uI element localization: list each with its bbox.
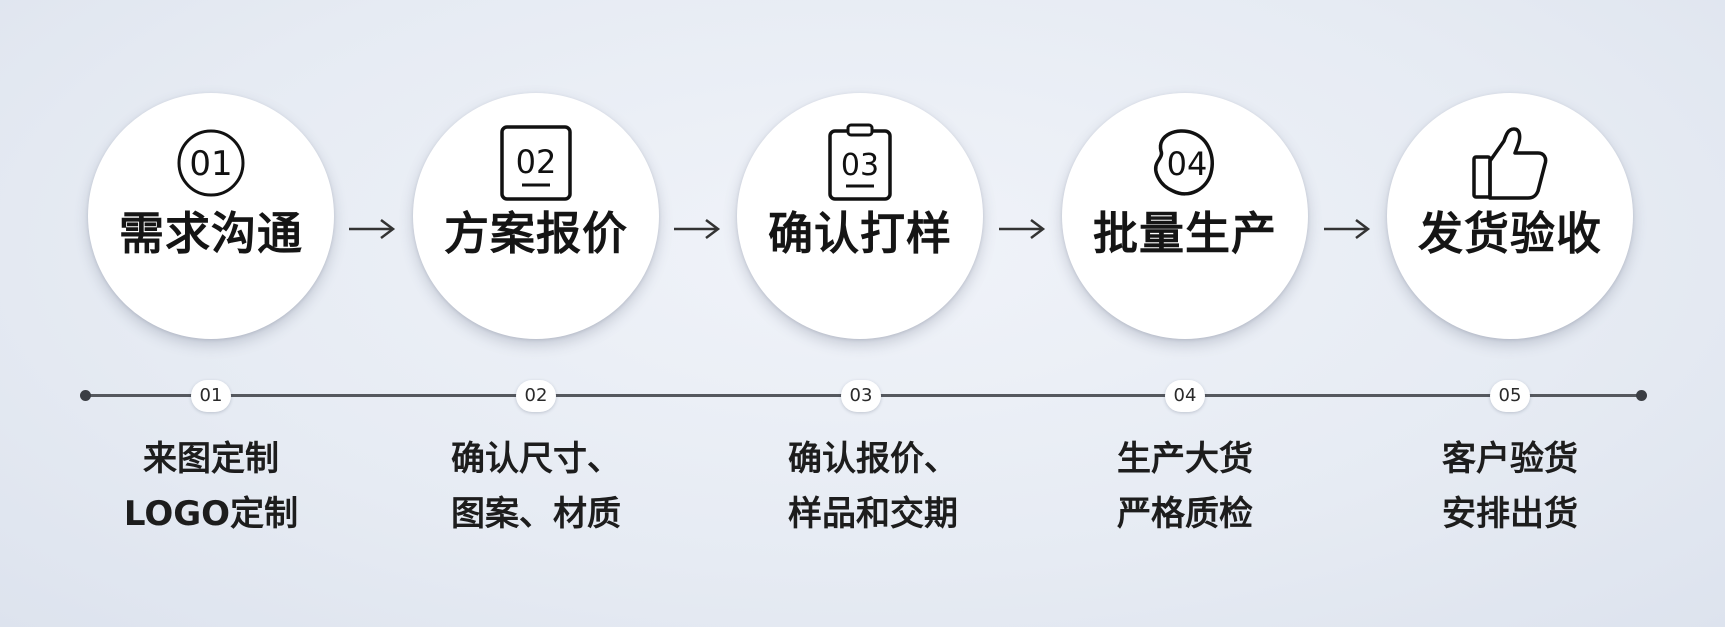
blob-04-icon: 04 bbox=[1143, 121, 1227, 205]
step-desc-3-line-2: 样品和交期 bbox=[788, 494, 958, 534]
step-circle-4: 04 批量生产 bbox=[1062, 93, 1308, 339]
thumbs-up-icon bbox=[1468, 121, 1552, 205]
step-number-3: 03 bbox=[841, 148, 879, 183]
step-desc-1-line-2: LOGO定制 bbox=[123, 494, 299, 534]
timeline-badge-2: 02 bbox=[516, 380, 556, 412]
document-02-icon: 02 bbox=[494, 121, 578, 205]
step-number-1: 01 bbox=[189, 144, 232, 184]
step-number-4: 04 bbox=[1167, 145, 1208, 183]
step-circle-5: 发货验收 bbox=[1387, 93, 1633, 339]
timeline-badge-4: 04 bbox=[1165, 380, 1205, 412]
step-desc-4-line-1: 生产大货 bbox=[1117, 439, 1253, 479]
step-circle-1: 01 需求沟通 bbox=[88, 93, 334, 339]
arrow-right-icon bbox=[1322, 214, 1372, 244]
step-desc-5: 客户验货 安排出货 bbox=[1370, 432, 1650, 542]
step-desc-3-line-1: 确认报价、 bbox=[788, 439, 958, 479]
timeline-badge-5: 05 bbox=[1490, 380, 1530, 412]
step-desc-4-line-2: 严格质检 bbox=[1117, 494, 1253, 534]
timeline-badge-1: 01 bbox=[191, 380, 231, 412]
step-desc-2-line-1: 确认尺寸、 bbox=[451, 439, 621, 479]
step-title-4: 批量生产 bbox=[1092, 207, 1277, 260]
arrow-right-icon bbox=[672, 214, 722, 244]
step-title-5: 发货验收 bbox=[1417, 207, 1602, 260]
step-desc-4: 生产大货 严格质检 bbox=[1045, 432, 1325, 542]
timeline-end-dot bbox=[1636, 390, 1647, 401]
step-desc-2-line-2: 图案、材质 bbox=[451, 494, 621, 534]
step-title-1: 需求沟通 bbox=[118, 207, 303, 260]
step-desc-2: 确认尺寸、 图案、材质 bbox=[396, 432, 676, 542]
step-number-2: 02 bbox=[516, 143, 557, 181]
step-desc-5-line-1: 客户验货 bbox=[1442, 439, 1578, 479]
step-desc-1: 来图定制 LOGO定制 bbox=[71, 432, 351, 542]
step-desc-1-line-1: 来图定制 bbox=[143, 439, 279, 479]
timeline-badge-3: 03 bbox=[841, 380, 881, 412]
step-title-2: 方案报价 bbox=[443, 207, 628, 260]
step-circle-3: 03 确认打样 bbox=[737, 93, 983, 339]
step-circle-2: 02 方案报价 bbox=[413, 93, 659, 339]
clipboard-03-icon: 03 bbox=[818, 121, 902, 205]
circled-01-icon: 01 bbox=[169, 121, 253, 205]
step-desc-5-line-2: 安排出货 bbox=[1442, 494, 1578, 534]
timeline-start-dot bbox=[80, 390, 91, 401]
step-desc-3: 确认报价、 样品和交期 bbox=[733, 432, 1013, 542]
arrow-right-icon bbox=[347, 214, 397, 244]
step-title-3: 确认打样 bbox=[767, 207, 952, 260]
arrow-right-icon bbox=[997, 214, 1047, 244]
